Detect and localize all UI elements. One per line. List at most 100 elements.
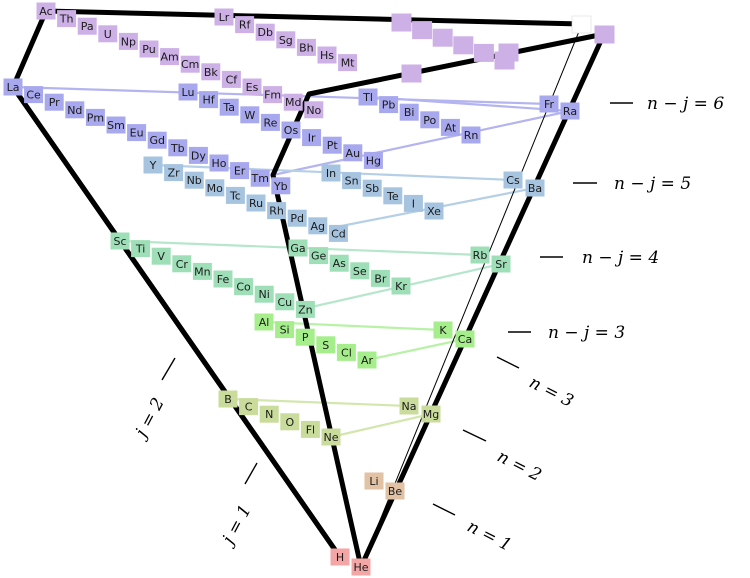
element-symbol: Ta	[222, 101, 235, 114]
element-symbol: Li	[369, 475, 378, 488]
element-symbol: Cs	[506, 174, 520, 187]
element-box	[110, 232, 130, 250]
element-Fe: Fe	[213, 270, 233, 288]
element-box	[421, 405, 441, 423]
element-box	[296, 38, 316, 56]
element-Gd: Gd	[147, 131, 167, 149]
element-Ru: Ru	[246, 194, 266, 212]
element-box	[131, 240, 151, 258]
element-Pa: Pa	[77, 17, 97, 35]
placeholder-box	[453, 36, 474, 55]
element-box	[98, 25, 118, 43]
element-U: U	[98, 25, 118, 43]
element-Nd: Nd	[65, 101, 85, 119]
element-Bh: Bh	[296, 38, 316, 56]
element-box	[350, 262, 370, 280]
element-Tl: Tl	[358, 88, 378, 106]
element-Au: Au	[343, 144, 363, 162]
element-symbol: C	[245, 401, 253, 414]
element-symbol: Au	[346, 147, 361, 160]
element-box	[455, 330, 475, 348]
element-box	[143, 156, 163, 174]
element-symbol: As	[333, 257, 347, 270]
element-box	[560, 102, 580, 120]
element-box	[302, 129, 322, 147]
element-In: In	[321, 164, 341, 182]
element-boxes: HHeLiBeBCNOFlNeNaMgAlSiPSClArKCaScTiVCrM…	[3, 2, 615, 576]
element-B: B	[218, 390, 238, 408]
element-box	[199, 91, 219, 109]
element-symbol: Zn	[298, 303, 313, 316]
element-symbol: Ag	[311, 220, 326, 233]
element-symbol: Br	[374, 272, 387, 285]
element-symbol: Lr	[219, 11, 230, 24]
element-box	[336, 343, 356, 361]
element-Po: Po	[420, 111, 440, 129]
element-symbol: W	[244, 109, 255, 122]
element-box	[242, 78, 262, 96]
element-symbol: O	[285, 416, 294, 429]
element-Cf: Cf	[221, 70, 241, 88]
element-box	[287, 209, 307, 227]
element-symbol: Yb	[273, 180, 288, 193]
element-symbol: Rh	[269, 205, 284, 218]
element-box	[192, 262, 212, 280]
element-Ge: Ge	[309, 247, 329, 265]
element-Cs: Cs	[503, 171, 523, 189]
element-box	[239, 398, 259, 416]
element-box	[164, 164, 184, 182]
element-box	[363, 151, 383, 169]
element-box	[316, 336, 336, 354]
element-symbol: Er	[234, 165, 246, 178]
element-box	[214, 8, 234, 26]
element-symbol: Na	[402, 400, 417, 413]
element-symbol: Se	[353, 265, 367, 278]
placeholder-box	[432, 28, 453, 47]
element-box	[304, 101, 324, 119]
element-box	[362, 179, 382, 197]
element-Ir: Ir	[302, 129, 322, 147]
element-Os: Os	[281, 121, 301, 139]
element-Hs: Hs	[317, 46, 337, 64]
element-symbol: Hf	[203, 94, 216, 107]
element-symbol: Sm	[107, 119, 125, 132]
element-symbol: Ti	[135, 243, 145, 256]
element-symbol: B	[224, 393, 232, 406]
element-symbol: Lu	[182, 86, 195, 99]
element-Bi: Bi	[399, 103, 419, 121]
element-box	[539, 95, 559, 113]
element-symbol: P	[302, 331, 309, 344]
element-Dy: Dy	[188, 146, 208, 164]
element-Pr: Pr	[44, 93, 64, 111]
placeholder-box	[473, 43, 494, 62]
element-box	[343, 144, 363, 162]
element-box	[209, 154, 229, 172]
element-box	[180, 55, 200, 73]
element-No: No	[304, 101, 324, 119]
element-box	[139, 40, 159, 58]
element-Cr: Cr	[172, 255, 192, 273]
element-He: He	[351, 558, 371, 576]
element-box	[246, 194, 266, 212]
element-Mo: Mo	[205, 179, 225, 197]
element-box	[255, 23, 275, 41]
element-At: At	[440, 118, 460, 136]
element-box	[280, 413, 300, 431]
element-symbol: N	[265, 408, 273, 421]
element-symbol: Ar	[361, 354, 374, 367]
element-symbol: Cm	[181, 58, 199, 71]
element-Ho: Ho	[209, 154, 229, 172]
element-symbol: Nb	[187, 174, 202, 187]
element-symbol: Bh	[299, 41, 314, 54]
element-Cm: Cm	[180, 55, 200, 73]
element-symbol: Mn	[194, 265, 210, 278]
element-box	[263, 86, 283, 104]
element-Ga: Ga	[288, 239, 308, 257]
element-Mg: Mg	[421, 405, 441, 423]
element-Np: Np	[118, 32, 138, 50]
element-box	[213, 270, 233, 288]
label-dash-j2	[161, 357, 176, 381]
element-symbol: Xe	[427, 205, 441, 218]
element-Ac: Ac	[36, 2, 56, 20]
element-Ta: Ta	[219, 98, 239, 116]
